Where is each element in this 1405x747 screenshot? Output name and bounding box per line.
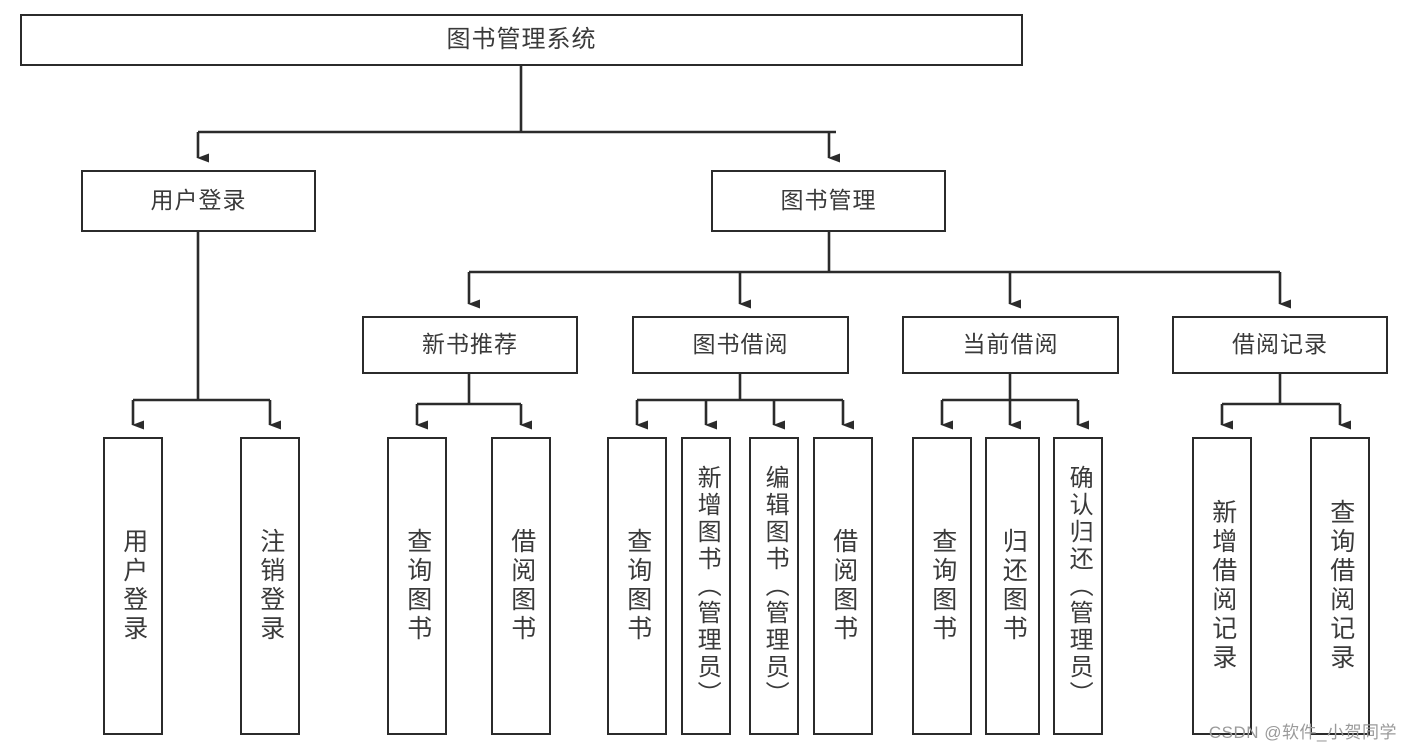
leaf-borrow-record-add-record[interactable]: 新增借阅记录 [1192,437,1252,735]
node-label: 确认归还（管理员） [1065,464,1093,708]
node-label: 图书管理系统 [446,25,597,53]
node-label: 查询借阅记录 [1326,499,1355,673]
node-label: 归还图书 [999,528,1028,644]
node-label: 借阅记录 [1232,331,1328,358]
node-label: 图书管理 [780,187,877,214]
node-label: 注销登录 [256,528,285,644]
node-label: 新增借阅记录 [1208,499,1237,673]
node-label: 用户登录 [150,187,247,214]
node-label: 借阅图书 [829,528,858,644]
node-user-login[interactable]: 用户登录 [81,170,316,232]
leaf-user-login-logout[interactable]: 注销登录 [240,437,300,735]
leaf-user-login-signin[interactable]: 用户登录 [103,437,163,735]
leaf-new-book-borrow-book[interactable]: 借阅图书 [491,437,551,735]
node-new-book-recommend[interactable]: 新书推荐 [362,316,578,374]
leaf-new-book-query-book[interactable]: 查询图书 [387,437,447,735]
node-label: 编辑图书（管理员） [761,464,789,708]
csdn-watermark: CSDN @软件_小贺同学 [1208,723,1397,742]
node-label: 图书借阅 [692,331,789,358]
node-label: 当前借阅 [962,331,1059,358]
node-root-system[interactable]: 图书管理系统 [20,14,1023,66]
leaf-borrow-record-query-record[interactable]: 查询借阅记录 [1310,437,1370,735]
leaf-current-borrow-query-book[interactable]: 查询图书 [912,437,972,735]
leaf-book-borrow-add-book-admin[interactable]: 新增图书（管理员） [681,437,731,735]
node-book-borrow[interactable]: 图书借阅 [632,316,849,374]
node-label: 查询图书 [623,528,652,644]
node-label: 借阅图书 [507,528,536,644]
leaf-current-borrow-confirm-return-admin[interactable]: 确认归还（管理员） [1053,437,1103,735]
node-current-borrow[interactable]: 当前借阅 [902,316,1119,374]
node-borrow-record[interactable]: 借阅记录 [1172,316,1388,374]
node-label: 查询图书 [928,528,957,644]
node-label: 新书推荐 [422,331,518,358]
node-label: 新增图书（管理员） [693,464,721,708]
leaf-book-borrow-edit-book-admin[interactable]: 编辑图书（管理员） [749,437,799,735]
leaf-current-borrow-return-book[interactable]: 归还图书 [985,437,1040,735]
node-label: 查询图书 [403,528,432,644]
node-book-management[interactable]: 图书管理 [711,170,946,232]
leaf-book-borrow-query-book[interactable]: 查询图书 [607,437,667,735]
node-label: 用户登录 [119,528,148,644]
leaf-book-borrow-borrow-book[interactable]: 借阅图书 [813,437,873,735]
